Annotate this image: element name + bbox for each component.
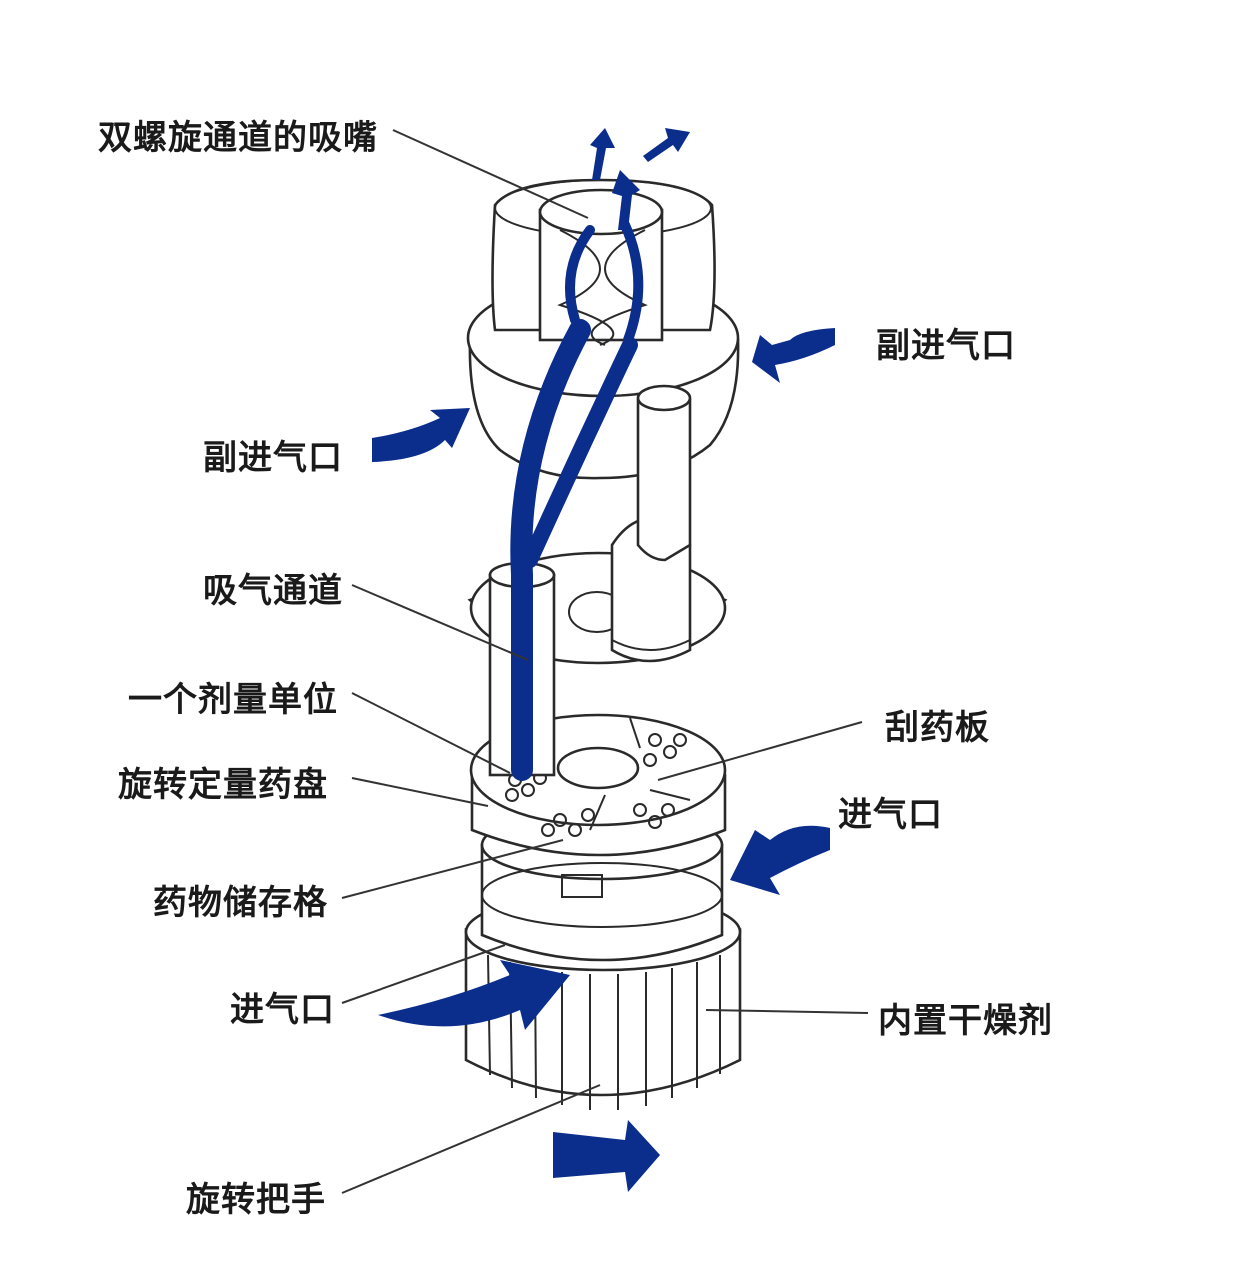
rotate-arrow [553, 1120, 660, 1192]
label-air-inlet-right: 进气口 [838, 795, 943, 835]
leader-rotary-dose-disc [351, 777, 489, 807]
leader-desiccant [705, 1009, 869, 1014]
label-drug-storage: 药物储存格 [153, 883, 328, 923]
outflow-arrow-3 [612, 170, 640, 230]
leader-scraper [657, 721, 863, 781]
leader-rotary-grip [341, 1084, 601, 1194]
label-inhale-channel: 吸气通道 [203, 571, 343, 611]
dose-pellets [505, 733, 687, 837]
leader-mouthpiece [392, 129, 589, 219]
channel-disc-part [467, 516, 728, 777]
label-scraper: 刮药板 [885, 708, 990, 748]
label-aux-inlet-left: 副进气口 [203, 438, 343, 478]
outflow-arrow-2 [643, 128, 690, 162]
label-desiccant: 内置干燥剂 [878, 1001, 1053, 1041]
mouthpiece-part [466, 178, 740, 562]
label-mouthpiece: 双螺旋通道的吸嘴 [98, 118, 378, 158]
air-inlet-arrow-right [730, 825, 830, 895]
leader-inhale-channel [351, 584, 529, 661]
airflow-paths [510, 128, 690, 781]
label-air-inlet-left: 进气口 [230, 990, 335, 1030]
label-rotary-grip: 旋转把手 [186, 1180, 326, 1220]
aux-inlet-arrow-left [372, 408, 470, 462]
leader-air-inlet-left [341, 944, 506, 1004]
air-inlet-arrow-left [378, 960, 570, 1030]
label-aux-inlet-right: 副进气口 [876, 326, 1016, 366]
leader-drug-storage [341, 839, 564, 899]
outflow-arrow-1 [590, 128, 615, 180]
aux-inlet-arrow-right [752, 328, 835, 383]
label-one-dose-unit: 一个剂量单位 [128, 680, 338, 720]
label-rotary-dose-disc: 旋转定量药盘 [118, 765, 328, 805]
leader-lines [341, 129, 869, 1194]
leader-one-dose-unit [351, 692, 511, 774]
